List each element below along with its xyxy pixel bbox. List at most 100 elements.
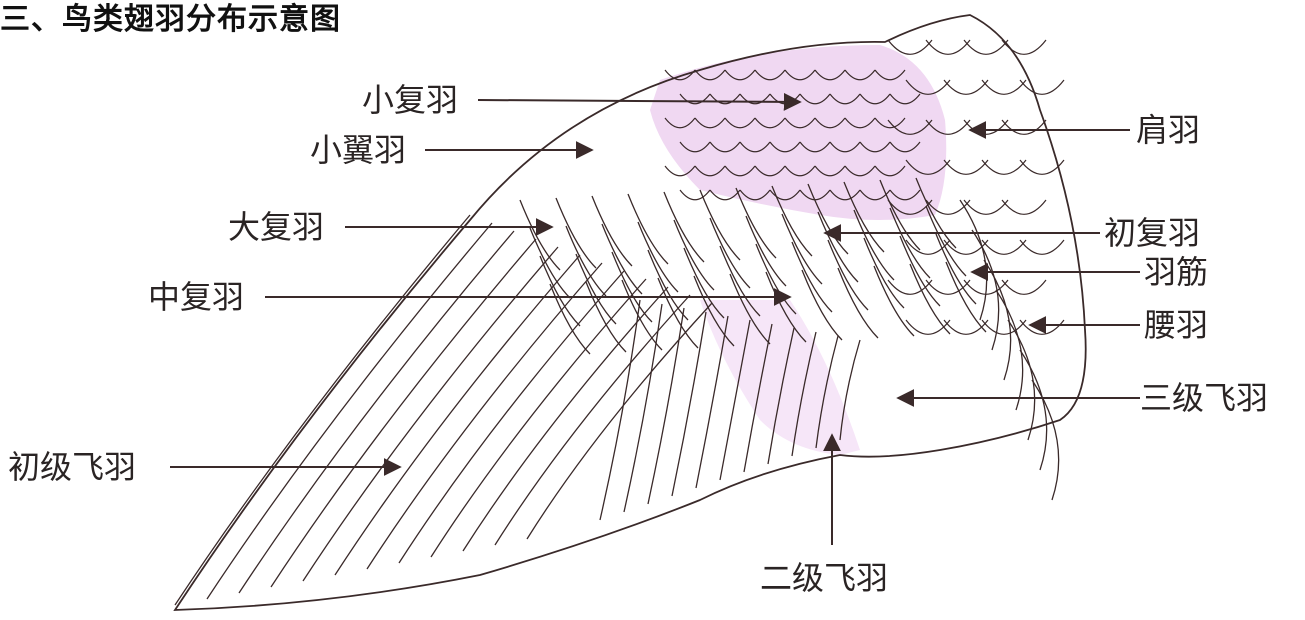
primary-feather — [526, 302, 713, 540]
lesser-covert-scallop — [769, 189, 801, 201]
covert-feather — [719, 245, 761, 317]
covert-feather — [585, 281, 627, 353]
scapular-scallop — [905, 79, 951, 95]
scapular-scallop — [1019, 159, 1065, 175]
feather-strokes — [174, 177, 1060, 606]
tertial-feather — [1019, 349, 1048, 471]
lesser-covert-scallop — [739, 189, 771, 201]
scapular-scallop — [925, 39, 971, 55]
primary-feather — [174, 214, 471, 606]
scapular-scallop — [887, 39, 933, 55]
secondary-feather — [791, 331, 817, 457]
covert-feather — [699, 189, 741, 261]
lesser-covert-scallop — [799, 93, 831, 105]
lesser-covert-scallop — [724, 165, 756, 177]
lesser-covert-scallop — [724, 69, 756, 81]
covert-feather — [915, 177, 957, 249]
covert-feather — [637, 221, 679, 293]
tertial-feather — [1007, 319, 1036, 441]
covert-feather — [673, 219, 715, 291]
covert-feather — [683, 247, 725, 319]
covert-feather — [817, 211, 859, 283]
covert-feather — [519, 199, 561, 271]
covert-feather — [889, 207, 931, 279]
lesser-covert-scallop — [844, 117, 876, 129]
covert-feather — [873, 265, 915, 337]
lesser-covert-scallop — [784, 69, 816, 81]
lesser-covert-scallop — [784, 165, 816, 177]
covert-feather — [781, 213, 823, 285]
scapular-scallop — [1019, 319, 1065, 335]
covert-feather — [709, 217, 751, 289]
lesser-covert-scallop — [694, 117, 726, 129]
tertial-feather — [1031, 379, 1060, 501]
secondary-feather — [647, 307, 685, 505]
lesser-covert-scallop — [829, 141, 861, 153]
secondary-feather — [671, 311, 707, 497]
label-primaries: 初级飞羽 — [8, 448, 137, 486]
scapular-scallop — [1001, 199, 1047, 215]
lesser-covert-scallop — [814, 117, 846, 129]
lesser-covert-scallop — [859, 93, 891, 105]
scapular-scallop — [925, 199, 971, 215]
tertial-feather — [971, 229, 1000, 351]
covert-feather — [601, 223, 643, 295]
covert-feather — [843, 181, 885, 253]
covert-feather — [549, 283, 591, 355]
lesser-covert-scallop — [844, 69, 876, 81]
scapular-scallop — [905, 159, 951, 175]
scapular-scallop — [925, 279, 971, 295]
scapular-scallop — [963, 39, 1009, 55]
covert-feather — [657, 277, 699, 349]
label-secondaries: 二级飞羽 — [760, 559, 889, 597]
covert-feather — [663, 191, 705, 263]
lesser-covert-scallop — [694, 69, 726, 81]
lesser-covert-scallop — [754, 117, 786, 129]
lesser-covert-scallop — [874, 69, 906, 81]
covert-feather — [575, 253, 617, 325]
scapular-scallop — [963, 279, 1009, 295]
covert-feather — [647, 249, 689, 321]
covert-feather — [621, 279, 663, 351]
lesser-covert-scallop — [709, 93, 741, 105]
scapular-scallop — [905, 319, 951, 335]
lesser-covert-scallop — [679, 141, 711, 153]
secondary-feather — [839, 339, 861, 441]
scapular-scallop — [943, 319, 989, 335]
covert-feather — [827, 239, 869, 311]
covert-feather — [565, 225, 607, 297]
covert-feather — [529, 227, 571, 299]
tertial-feather — [983, 259, 1012, 381]
label-greater-coverts: 大复羽 — [228, 208, 325, 246]
scapular-scallop — [943, 79, 989, 95]
primary-feather — [206, 222, 493, 600]
scapular-scallop — [1001, 119, 1047, 135]
primary-feather — [462, 286, 669, 552]
covert-feather — [945, 261, 987, 333]
covert-feather — [925, 205, 967, 277]
label-tertials: 三级飞羽 — [1140, 379, 1269, 417]
lesser-covert-scallop — [889, 141, 921, 153]
scapular-scallop — [925, 119, 971, 135]
lesser-covert-scallop — [739, 93, 771, 105]
secondary-feather — [599, 299, 641, 521]
label-scapulars: 肩羽 — [1136, 111, 1201, 149]
secondary-feather — [743, 323, 773, 473]
lesser-covert-scallop — [679, 189, 711, 201]
lesser-covert-scallop — [664, 165, 696, 177]
lesser-covert-scallop — [814, 165, 846, 177]
covert-feather — [863, 237, 905, 309]
primary-feather — [238, 230, 515, 594]
scapular-scallop — [1019, 79, 1065, 95]
lesser-covert-scallop — [844, 165, 876, 177]
primary-feather — [430, 278, 647, 558]
label-alula: 小翼羽 — [310, 131, 407, 169]
covert-feather — [899, 235, 941, 307]
lesser-covert-scallop — [829, 189, 861, 201]
primary-feather — [334, 254, 581, 576]
lesser-covert-scallop — [694, 165, 726, 177]
lesser-covert-scallop — [664, 117, 696, 129]
covert-feather — [627, 193, 669, 265]
